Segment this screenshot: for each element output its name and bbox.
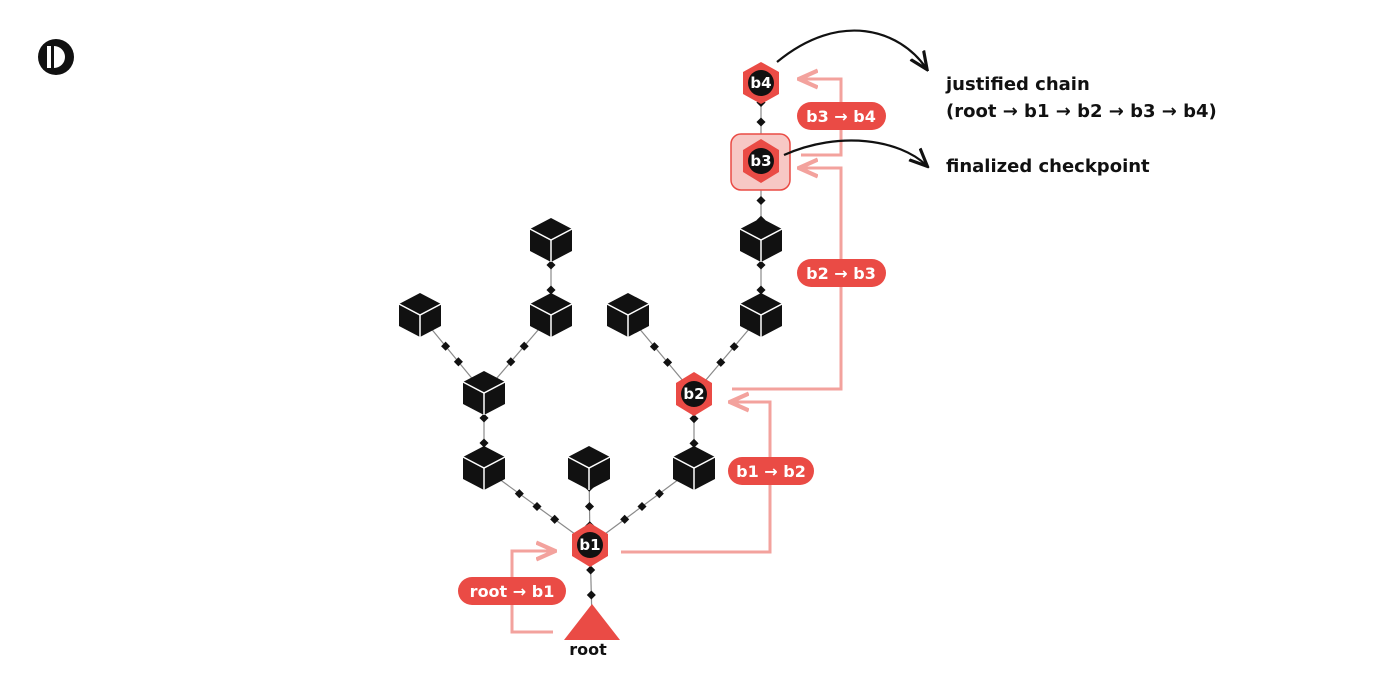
blocks: [398, 218, 783, 490]
block-icon: [672, 446, 716, 490]
checkpoint-b2-label: b2: [683, 385, 704, 403]
link-b3-b4-label: b3 → b4: [806, 107, 876, 126]
justified-chain-path: (root → b1 → b2 → b3 → b4): [946, 101, 1217, 122]
annotation-arrows: [776, 29, 926, 165]
link-b1-b2: b1 → b2: [728, 457, 814, 485]
block-icon: [398, 293, 442, 337]
finalized-checkpoint-label: finalized checkpoint: [946, 156, 1150, 177]
block-icon: [529, 218, 573, 262]
checkpoint-b4: b4: [743, 62, 779, 104]
link-root-b1-label: root → b1: [470, 582, 555, 601]
block-icon: [739, 218, 783, 262]
root-block: root: [564, 604, 620, 659]
checkpoint-b3-label: b3: [750, 152, 771, 170]
block-icon: [462, 446, 506, 490]
block-icon: [567, 446, 611, 490]
link-b2-b3: b2 → b3: [797, 259, 886, 287]
checkpoint-b1: b1: [572, 523, 608, 567]
checkpoint-b1-label: b1: [579, 536, 600, 554]
checkpoint-b4-label: b4: [750, 74, 771, 92]
link-b3-b4: b3 → b4: [797, 102, 886, 130]
checkpoint-b2: b2: [676, 372, 712, 416]
brand-logo-icon: [38, 39, 74, 75]
root-label: root: [569, 640, 607, 659]
justification-links: [510, 79, 843, 634]
justified-chain-title: justified chain: [945, 74, 1090, 95]
link-b1-b2-label: b1 → b2: [736, 462, 806, 481]
link-root-b1: root → b1: [458, 577, 566, 605]
checkpoint-b3: b3: [743, 139, 779, 183]
block-icon: [529, 293, 573, 337]
link-b2-b3-label: b2 → b3: [806, 264, 876, 283]
block-icon: [462, 371, 506, 415]
block-icon: [739, 293, 783, 337]
block-icon: [606, 293, 650, 337]
